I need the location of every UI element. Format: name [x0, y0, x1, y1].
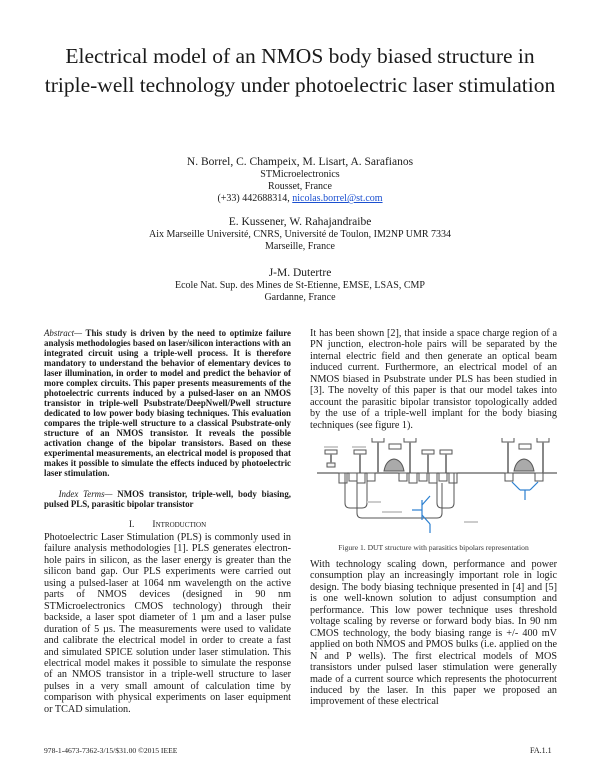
figure-1-caption: Figure 1. DUT structure with parasitics … — [338, 543, 529, 552]
index-terms-text: NMOS transistor, triple-well, body biasi… — [44, 489, 291, 509]
right-paragraph-1: It has been shown [2], that inside a spa… — [310, 328, 557, 431]
figure-labels-illegible — [324, 446, 478, 523]
affiliation: Ecole Nat. Sup. des Mines de St-Etienne,… — [175, 280, 425, 291]
author-names: E. Kussener, W. Rahajandraibe — [228, 216, 372, 228]
section-number: I. — [128, 520, 135, 530]
footer-session-code: FA.1.1 — [530, 746, 552, 755]
abstract-text: This study is driven by the need to opti… — [44, 328, 291, 478]
abstract: Abstract— This study is driven by the ne… — [44, 328, 291, 478]
footer-isbn: 978-1-4673-7362-3/15/$31.00 ©2015 IEEE — [44, 746, 178, 755]
contact-line: (+33) 442688314, nicolas.borrel@st.com — [0, 193, 600, 205]
index-terms: Index Terms— NMOS transistor, triple-wel… — [44, 489, 291, 509]
section-heading: I. Introduction — [44, 520, 291, 530]
author-block-2: E. Kussener, W. Rahajandraibe Aix Marsei… — [0, 215, 600, 253]
figure-1-diagram — [317, 438, 557, 533]
affiliation: STMicroelectronics — [260, 169, 340, 180]
section-title: Introduction — [152, 520, 207, 530]
email-link[interactable]: nicolas.borrel@st.com — [292, 193, 383, 204]
author-block-1: N. Borrel, C. Champeix, M. Lisart, A. Sa… — [0, 155, 600, 205]
phone: (+33) 442688314, — [217, 193, 293, 204]
affiliation-location: Gardanne, France — [264, 292, 336, 303]
author-block-3: J-M. Dutertre Ecole Nat. Sup. des Mines … — [0, 266, 600, 304]
paper-title: Electrical model of an NMOS body biased … — [44, 44, 556, 97]
abstract-label: Abstract— — [44, 328, 82, 338]
intro-paragraph: Photoelectric Laser Stimulation (PLS) is… — [44, 532, 291, 715]
author-names: J-M. Dutertre — [268, 267, 332, 279]
author-names: N. Borrel, C. Champeix, M. Lisart, A. Sa… — [186, 156, 414, 168]
affiliation-location: Marseille, France — [265, 241, 335, 252]
right-paragraph-2: With technology scaling down, performanc… — [310, 559, 557, 708]
parasitic-bipolar-transistors — [412, 481, 539, 533]
affiliation-location: Rousset, France — [268, 181, 332, 192]
affiliation: Aix Marseille Université, CNRS, Universi… — [148, 229, 452, 240]
index-terms-label: Index Terms— — [58, 489, 113, 499]
